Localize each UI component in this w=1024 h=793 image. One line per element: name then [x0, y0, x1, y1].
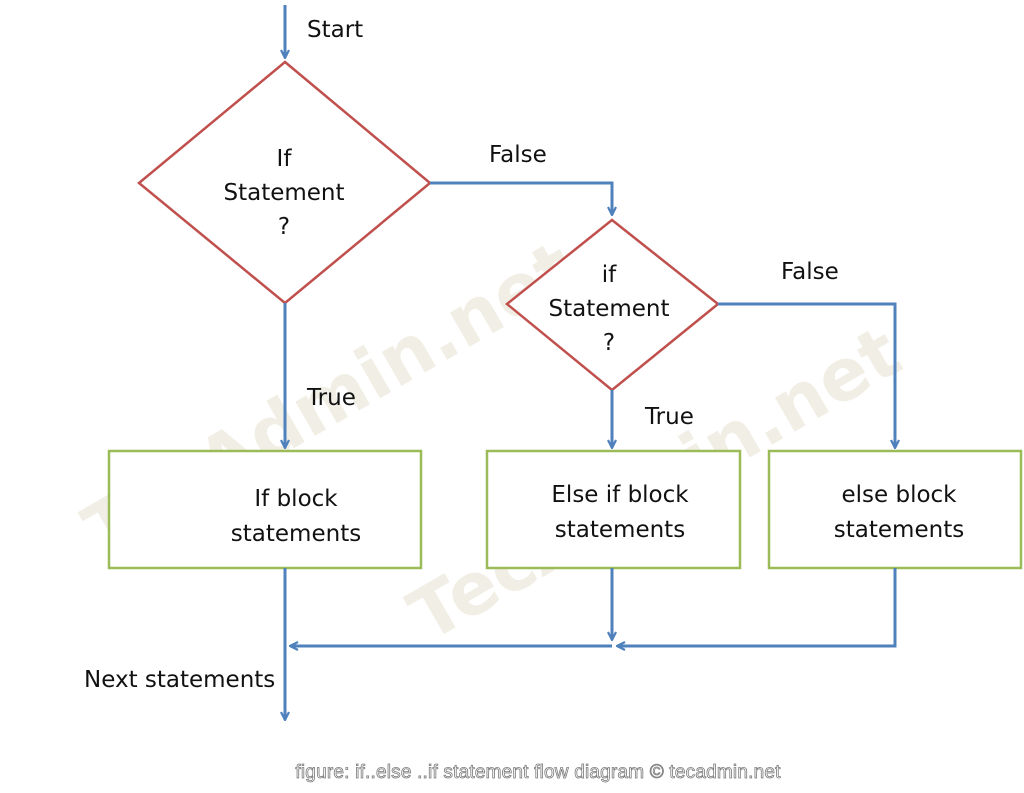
decision-2-line-3: ?	[602, 330, 616, 356]
decision-1-false-connector	[430, 181, 612, 215]
decision-2-line-2: Statement	[548, 296, 670, 322]
else-if-block-line-1: Else if block	[551, 482, 689, 508]
decision-1-false-label: False	[489, 142, 547, 168]
else-block-text: else block statements	[834, 478, 964, 548]
decision-1-true-label: True	[307, 385, 356, 411]
decision-1-line-1: If	[276, 146, 292, 172]
decision-1-text: If Statement ?	[223, 142, 344, 244]
decision-2-line-1: if	[601, 262, 617, 288]
if-block-line-1: If block	[254, 486, 338, 512]
next-statements-label: Next statements	[84, 667, 276, 693]
if-block-line-2: statements	[230, 521, 362, 547]
else-block-line-2: statements	[833, 517, 965, 543]
figure-caption: figure: if..else ..if statement flow dia…	[295, 762, 781, 784]
else-block-line-1: else block	[841, 482, 957, 508]
decision-2-false-label: False	[781, 259, 839, 285]
if-block-box	[107, 449, 423, 570]
start-label: Start	[307, 17, 364, 43]
decision-1-line-2: Statement	[223, 180, 345, 206]
decision-2-true-label: True	[645, 404, 694, 430]
decision-1-line-3: ?	[277, 214, 291, 240]
decision-2-text: if Statement ?	[548, 258, 669, 360]
else-if-block-text: Else if block statements	[551, 478, 688, 548]
decision-2-false-connector	[718, 302, 895, 448]
else-if-block-line-2: statements	[554, 517, 686, 543]
if-block-text: If block statements	[231, 482, 361, 552]
else-block-exit-connector	[617, 568, 897, 646]
